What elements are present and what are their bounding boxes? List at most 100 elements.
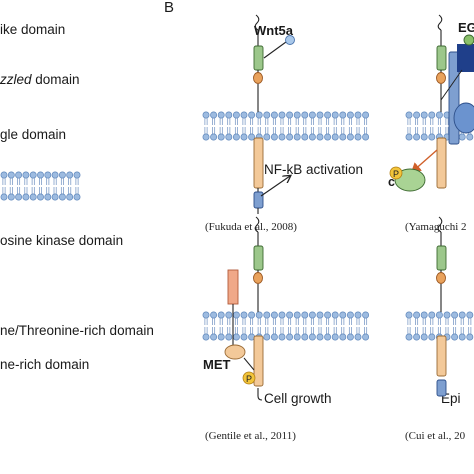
lipid-molecule [202,311,210,341]
met-receptor-bar [227,269,239,305]
lipid-molecule [458,311,466,341]
lipid-molecule [339,311,347,341]
wnt5a-ligand-icon [285,35,295,45]
wnt5a-binding-line [263,41,287,59]
lipid-molecule [248,311,256,341]
csrc-kinase-icon [394,168,426,192]
legend-label-ser-thr-domain: ne/Threonine-rich domain [0,323,154,338]
panel-b-label: B [164,0,175,16]
lipid-molecule [58,171,66,201]
legend-label-frizzled-italic: zzled [0,72,32,87]
phospho-label-top-right: P [393,169,399,179]
lipid-molecule [270,311,278,341]
lipid-molecule [331,311,339,341]
citation-gentile: (Gentile et al., 2011) [205,430,296,442]
citation-yamaguchi: (Yamaguchi 2 [405,221,467,233]
cell-growth-label: Cell growth [264,391,332,406]
lipid-molecule [466,311,474,341]
ig-like-domain [253,245,264,271]
lipid-molecule [405,311,413,341]
lipid-molecule [278,111,286,141]
phospho-icon-bottom-left [242,371,256,385]
lipid-molecule [73,171,81,201]
ser-thr-domain [253,191,264,209]
lipid-molecule [240,311,248,341]
kringle-domain [436,72,446,84]
ser-thr-domain [436,379,447,397]
cell-growth-arrow [257,388,263,401]
lipid-molecule [217,311,225,341]
legend-label-kinase-domain: osine kinase domain [0,233,124,248]
lipid-molecule [15,171,23,201]
lipid-molecule [331,111,339,141]
lipid-molecule [308,111,316,141]
lipid-molecule [362,311,370,341]
lipid-molecule [435,111,443,141]
lipid-molecule [22,171,30,201]
csrc-arrow [410,149,438,173]
kinase-domain [436,335,447,377]
nfkb-activation-label: NF-kB activation [264,162,364,177]
phospho-label-bottom-left: P [246,374,252,384]
kinase-domain [253,137,264,189]
met-kinase-icon [224,344,246,360]
lipid-molecule [324,111,332,141]
lipid-molecule [255,111,263,141]
lipid-molecule [293,111,301,141]
receptor-bottom-left: P [224,216,264,401]
receptor-top-right: P [389,14,474,192]
lipid-molecule [339,111,347,141]
lipid-molecule [263,311,271,341]
lipid-molecule [293,311,301,341]
lipid-molecule [263,111,271,141]
wnt5a-label: Wnt5a [254,23,293,38]
lipid-molecule [420,311,428,341]
lipid-molecule [346,111,354,141]
legend-label-ike-domain: ike domain [0,22,66,37]
legend-label-gle-domain: gle domain [0,127,67,142]
lipid-molecule [354,311,362,341]
lipid-molecule [286,311,294,341]
n-terminal-tail [254,14,260,31]
lipid-molecule [324,311,332,341]
lipid-molecule [286,111,294,141]
lipid-molecule [413,311,421,341]
legend-label-pro-rich-domain: ne-rich domain [0,357,90,372]
receptor-top-left [253,14,295,214]
lipid-molecule [232,311,240,341]
lipid-molecule [240,111,248,141]
egfr-extracellular-block [457,44,474,72]
lipid-molecule [346,311,354,341]
lipid-molecule [66,171,74,201]
kringle-domain [436,272,446,284]
lipid-molecule [428,111,436,141]
lipid-molecule [301,111,309,141]
egf-label: EG [458,20,474,35]
lipid-molecule [420,111,428,141]
egfr-kinase-icon [453,102,474,134]
lipid-molecule [270,111,278,141]
lipid-molecule [225,311,233,341]
lipid-molecule [232,111,240,141]
citation-cui: (Cui et al., 20 [405,430,466,442]
legend-membrane-icon [0,171,81,201]
lipid-molecule [316,111,324,141]
legend-label-frizzled-domain: zzled domain [0,72,80,87]
ig-like-domain [253,45,264,71]
membrane-top-left [202,111,370,141]
lipid-molecule [278,311,286,341]
kinase-domain [436,137,447,189]
ig-like-domain [436,45,447,71]
lipid-molecule [413,111,421,141]
lipid-molecule [405,111,413,141]
lipid-molecule [210,111,218,141]
lipid-molecule [202,111,210,141]
lipid-molecule [316,311,324,341]
lipid-molecule [0,171,8,201]
lipid-molecule [362,111,370,141]
lipid-molecule [210,311,218,341]
lipid-molecule [29,171,37,201]
lipid-molecule [217,111,225,141]
